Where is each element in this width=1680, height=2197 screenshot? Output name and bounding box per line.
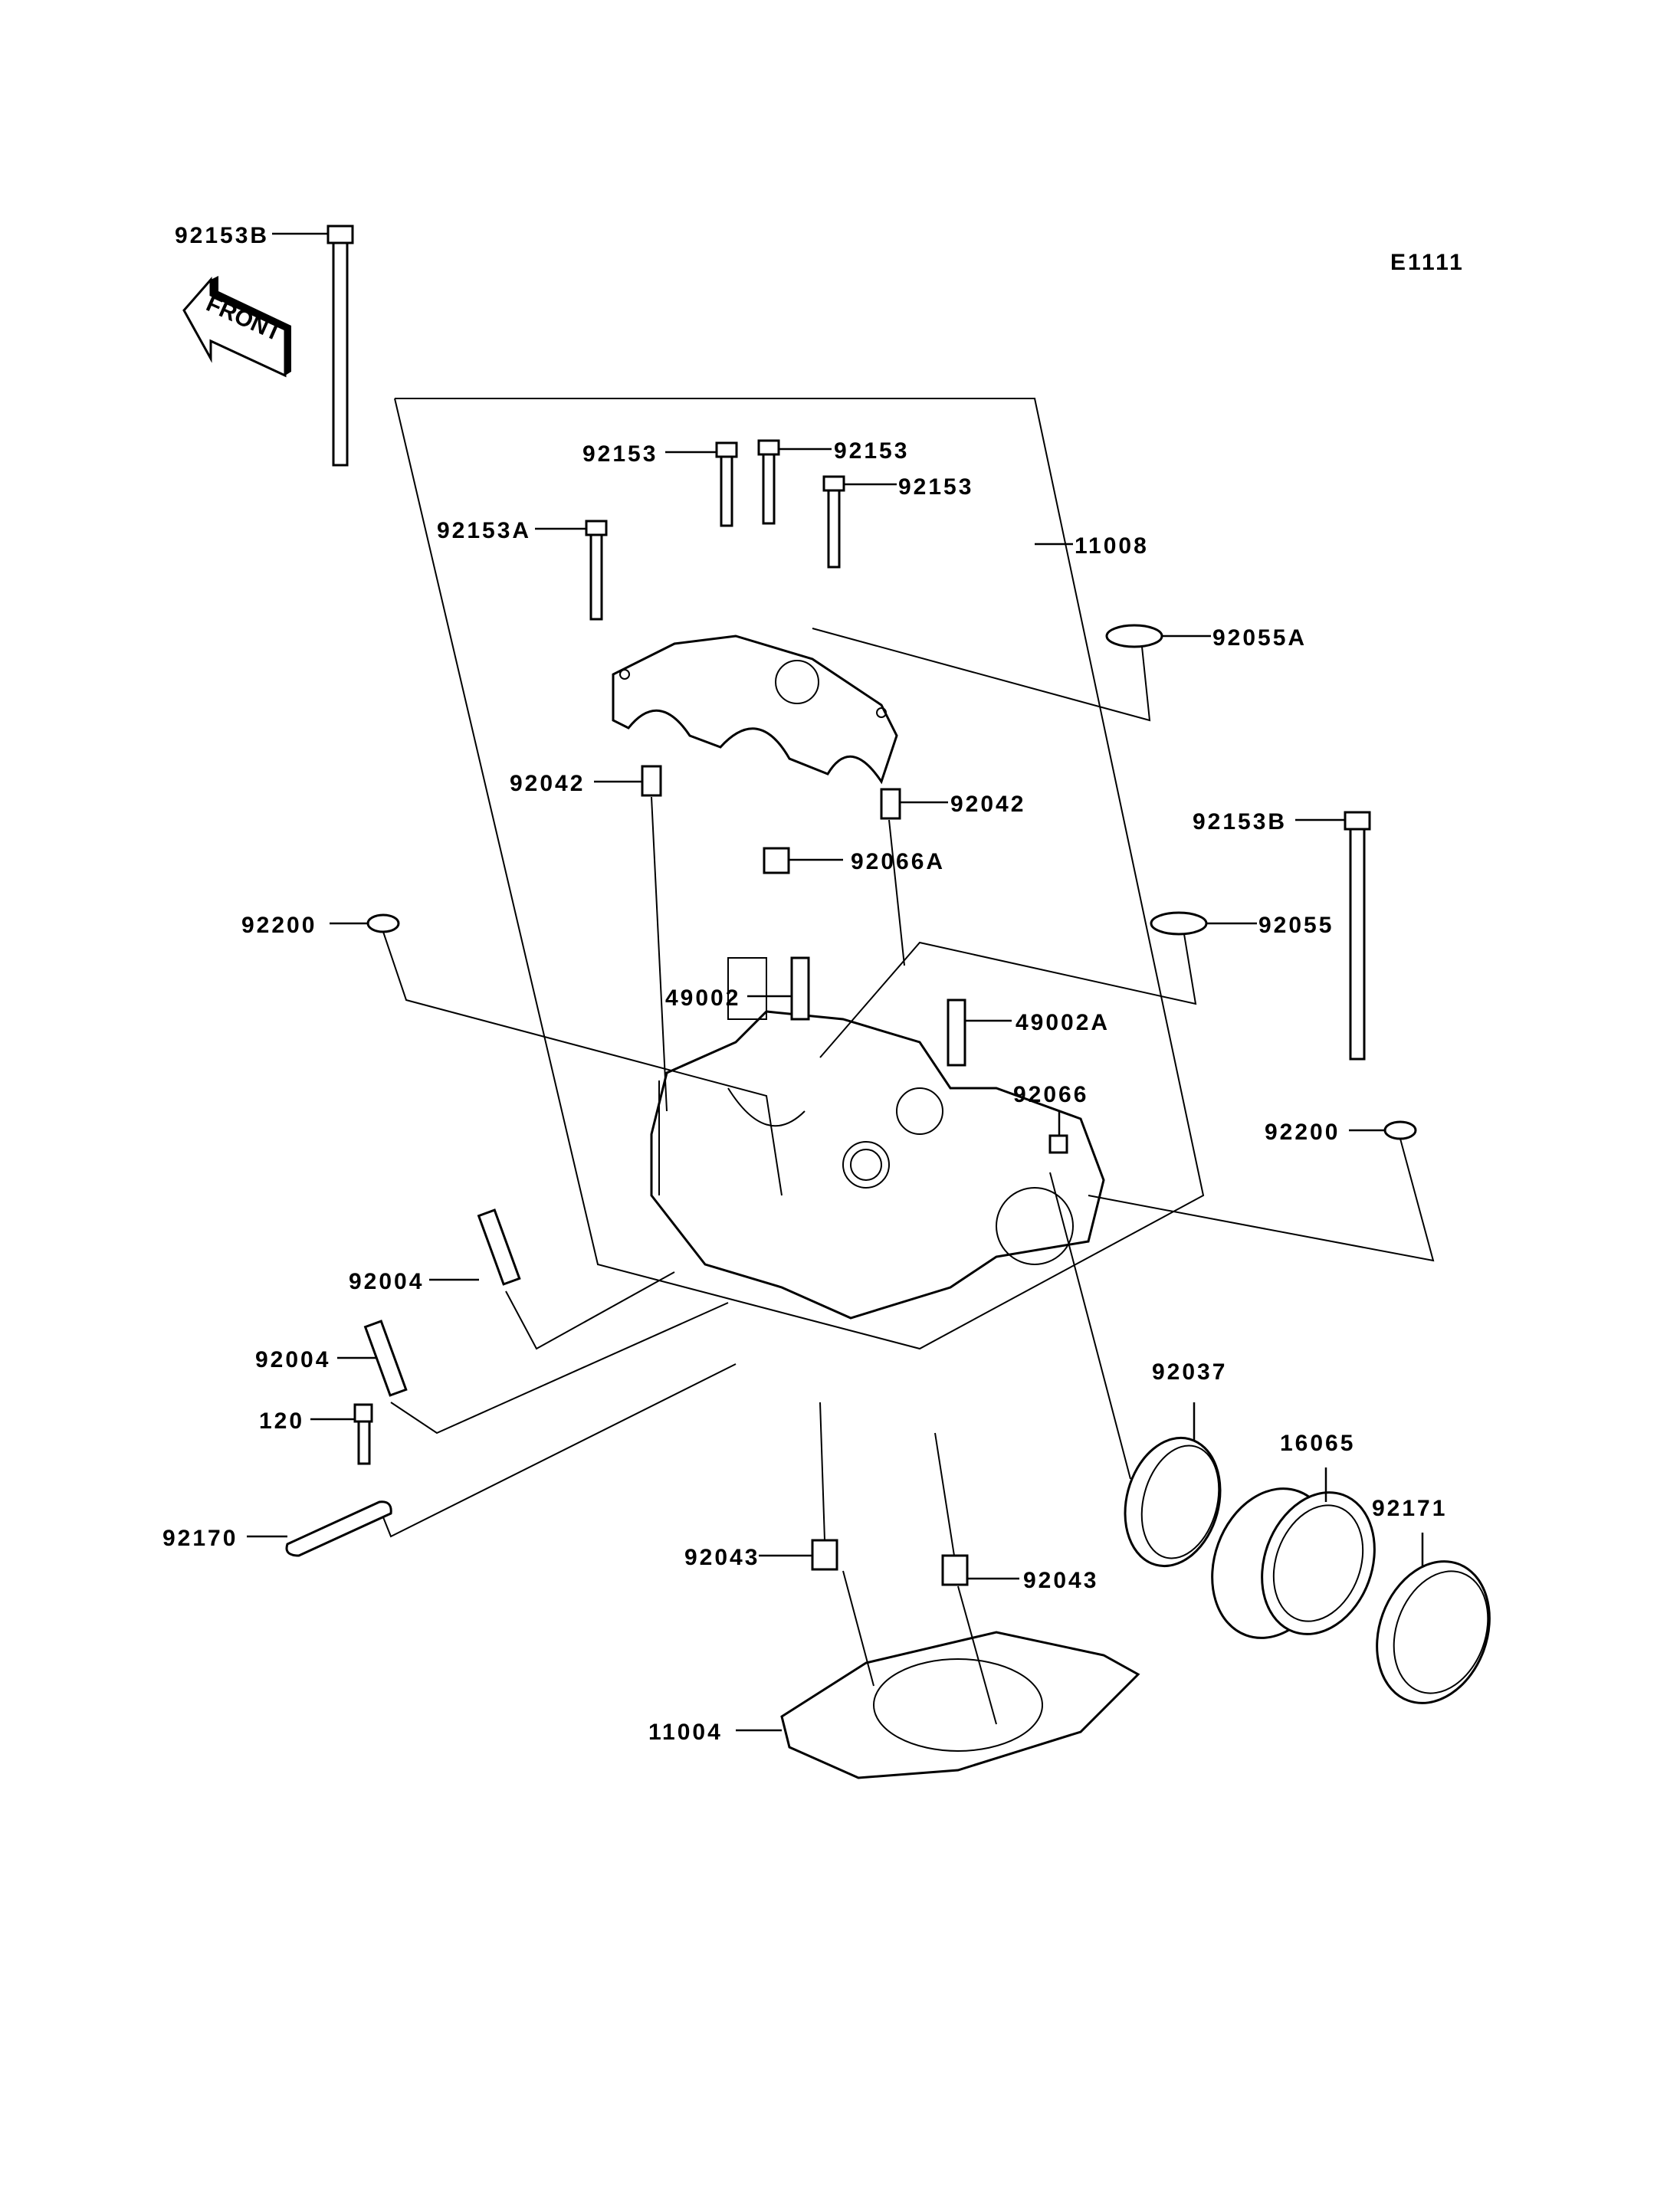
- cylinder-head: [650, 957, 1105, 1320]
- label-92043: 92043: [684, 1545, 760, 1570]
- front-arrow-icon: FRONT: [182, 276, 291, 378]
- label-16065: 16065: [1280, 1431, 1355, 1456]
- label-120: 120: [259, 1408, 304, 1434]
- bolt-92153B-left: [326, 225, 354, 467]
- label-92200: 92200: [241, 913, 317, 938]
- label-92153: 92153: [834, 438, 909, 464]
- bolt-92153A: [585, 520, 608, 621]
- guide-49002: [790, 956, 810, 1021]
- label-92153A: 92153A: [437, 518, 531, 543]
- label-92055A: 92055A: [1212, 625, 1307, 651]
- label-92171: 92171: [1372, 1496, 1447, 1521]
- label-92200: 92200: [1265, 1120, 1340, 1145]
- label-49002: 49002: [665, 985, 740, 1011]
- bolt-92153-2: [757, 439, 780, 525]
- washer-92200-left: [366, 913, 400, 933]
- dowel-92043-right: [941, 1554, 969, 1586]
- clamp-92037: [1124, 1436, 1222, 1568]
- head-gasket-11004: [780, 1631, 1140, 1779]
- bolt-92153B-right: [1344, 811, 1371, 1061]
- bolt-92153-1: [715, 441, 738, 527]
- label-92153B: 92153B: [175, 223, 269, 248]
- diagram-id: E1111: [1390, 250, 1465, 275]
- assembly-outline-11008: [394, 398, 1205, 1350]
- label-92042: 92042: [950, 792, 1025, 817]
- label-92004: 92004: [349, 1269, 424, 1294]
- label-92066: 92066: [1013, 1082, 1088, 1107]
- label-92153: 92153: [898, 474, 973, 500]
- clamp-92170: [285, 1500, 392, 1557]
- label-92042: 92042: [510, 771, 585, 796]
- label-11008: 11008: [1075, 533, 1149, 559]
- stud-92004-lower: [363, 1320, 408, 1397]
- plug-92066: [1048, 1134, 1068, 1154]
- plug-92066A: [763, 847, 790, 874]
- oring-92055: [1150, 911, 1208, 936]
- bolt-120: [353, 1403, 373, 1465]
- label-92037: 92037: [1152, 1359, 1227, 1385]
- leader-lines: [247, 232, 1435, 1732]
- label-92170: 92170: [162, 1526, 238, 1551]
- clamp-92171: [1376, 1560, 1491, 1704]
- label-49002A: 49002A: [1016, 1010, 1110, 1035]
- dowel-92042-right: [880, 788, 901, 820]
- label-92066A: 92066A: [851, 849, 945, 874]
- washer-92200-right: [1383, 1120, 1417, 1140]
- dowel-92043-left: [811, 1539, 838, 1571]
- dowel-92042-left: [641, 765, 662, 797]
- bolt-92153-3: [822, 475, 845, 569]
- intake-holder-16065: [1211, 1487, 1376, 1639]
- guide-49002A: [947, 998, 966, 1067]
- label-92153: 92153: [582, 441, 658, 467]
- label-92055: 92055: [1258, 913, 1334, 938]
- label-11004: 11004: [648, 1720, 723, 1745]
- camshaft-holder: [612, 635, 898, 785]
- label-92043: 92043: [1023, 1568, 1098, 1593]
- label-92153B: 92153B: [1193, 809, 1287, 835]
- stud-92004-upper: [477, 1208, 521, 1286]
- label-92004: 92004: [255, 1347, 330, 1372]
- oring-92055A: [1105, 624, 1163, 648]
